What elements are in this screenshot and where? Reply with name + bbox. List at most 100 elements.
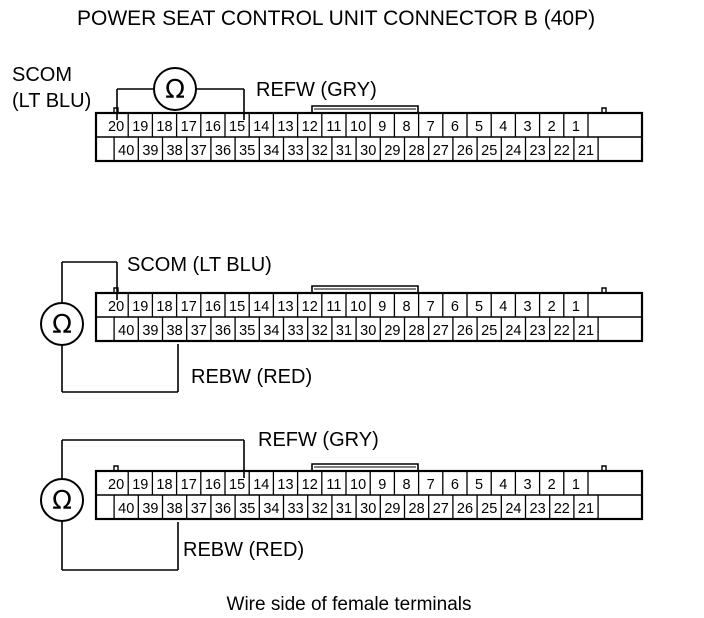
terminal-18: 18 bbox=[156, 119, 172, 135]
ohmmeter-symbol bbox=[40, 302, 84, 346]
terminal-5: 5 bbox=[475, 299, 483, 315]
diagram-title: POWER SEAT CONTROL UNIT CONNECTOR B (40P… bbox=[77, 7, 595, 30]
terminal-30: 30 bbox=[360, 323, 376, 339]
terminal-38: 38 bbox=[167, 323, 183, 339]
terminal-1: 1 bbox=[572, 477, 580, 493]
terminal-14: 14 bbox=[253, 477, 269, 493]
terminal-18: 18 bbox=[156, 299, 172, 315]
terminal-17: 17 bbox=[181, 119, 197, 135]
terminal-29: 29 bbox=[384, 501, 400, 517]
ohm-icon: Ω bbox=[52, 310, 72, 340]
terminal-22: 22 bbox=[554, 501, 570, 517]
terminal-21: 21 bbox=[578, 143, 594, 159]
ohmmeter-symbol bbox=[40, 478, 84, 522]
ohm-icon: Ω bbox=[165, 75, 185, 105]
ohm-icon: Ω bbox=[52, 486, 72, 516]
terminal-29: 29 bbox=[384, 143, 400, 159]
terminal-39: 39 bbox=[142, 501, 158, 517]
terminal-15: 15 bbox=[229, 477, 245, 493]
terminal-2: 2 bbox=[548, 299, 556, 315]
terminal-10: 10 bbox=[350, 119, 366, 135]
ohmmeter-symbol bbox=[153, 67, 197, 111]
terminal-40: 40 bbox=[118, 501, 134, 517]
terminal-35: 35 bbox=[239, 143, 255, 159]
rebw-label: REBW (RED) bbox=[191, 366, 312, 388]
terminal-23: 23 bbox=[530, 323, 546, 339]
ohmmeter: Ω bbox=[153, 67, 197, 111]
terminal-3: 3 bbox=[523, 299, 531, 315]
terminal-13: 13 bbox=[277, 477, 293, 493]
terminal-37: 37 bbox=[191, 143, 207, 159]
terminal-19: 19 bbox=[132, 299, 148, 315]
scom-label: SCOM (LT BLU) bbox=[127, 254, 272, 276]
lock-tab bbox=[311, 285, 419, 293]
terminal-11: 11 bbox=[326, 299, 341, 315]
terminal-32: 32 bbox=[312, 501, 328, 517]
terminal-33: 33 bbox=[288, 143, 304, 159]
terminal-21: 21 bbox=[578, 501, 594, 517]
terminal-19: 19 bbox=[132, 477, 148, 493]
terminal-12: 12 bbox=[302, 477, 318, 493]
key-rib bbox=[113, 107, 119, 113]
terminal-14: 14 bbox=[253, 119, 269, 135]
terminal-5: 5 bbox=[475, 477, 483, 493]
terminal-17: 17 bbox=[181, 299, 197, 315]
terminal-34: 34 bbox=[263, 501, 279, 517]
terminal-27: 27 bbox=[433, 323, 449, 339]
terminal-25: 25 bbox=[481, 323, 497, 339]
terminal-16: 16 bbox=[205, 119, 221, 135]
terminal-12: 12 bbox=[302, 299, 318, 315]
terminal-17: 17 bbox=[181, 477, 197, 493]
terminal-28: 28 bbox=[409, 143, 425, 159]
terminal-2: 2 bbox=[548, 477, 556, 493]
terminal-40: 40 bbox=[118, 323, 134, 339]
terminal-34: 34 bbox=[263, 323, 279, 339]
terminal-1: 1 bbox=[572, 299, 580, 315]
terminal-34: 34 bbox=[263, 143, 279, 159]
lock-tab bbox=[311, 463, 419, 471]
terminal-20: 20 bbox=[108, 299, 124, 315]
terminal-9: 9 bbox=[378, 477, 386, 493]
terminal-16: 16 bbox=[205, 299, 221, 315]
key-rib bbox=[601, 287, 607, 293]
key-rib bbox=[113, 465, 119, 471]
terminal-8: 8 bbox=[402, 477, 410, 493]
terminal-8: 8 bbox=[402, 119, 410, 135]
terminal-22: 22 bbox=[554, 143, 570, 159]
terminal-30: 30 bbox=[360, 501, 376, 517]
terminal-31: 31 bbox=[336, 143, 352, 159]
terminal-27: 27 bbox=[433, 143, 449, 159]
terminal-36: 36 bbox=[215, 323, 231, 339]
terminal-31: 31 bbox=[336, 323, 352, 339]
terminal-38: 38 bbox=[167, 501, 183, 517]
terminal-7: 7 bbox=[427, 477, 435, 493]
terminal-40: 40 bbox=[118, 143, 134, 159]
terminal-20: 20 bbox=[108, 477, 124, 493]
key-rib bbox=[601, 465, 607, 471]
terminal-33: 33 bbox=[288, 501, 304, 517]
terminal-4: 4 bbox=[499, 477, 507, 493]
ohmmeter: Ω bbox=[40, 478, 84, 522]
terminal-32: 32 bbox=[312, 143, 328, 159]
terminal-9: 9 bbox=[378, 119, 386, 135]
terminal-4: 4 bbox=[499, 119, 507, 135]
terminal-36: 36 bbox=[215, 501, 231, 517]
terminal-25: 25 bbox=[481, 501, 497, 517]
terminal-9: 9 bbox=[378, 299, 386, 315]
terminal-5: 5 bbox=[475, 119, 483, 135]
terminal-28: 28 bbox=[409, 501, 425, 517]
terminal-14: 14 bbox=[253, 299, 269, 315]
terminal-11: 11 bbox=[326, 477, 341, 493]
terminal-33: 33 bbox=[288, 323, 304, 339]
key-rib bbox=[601, 107, 607, 113]
terminal-37: 37 bbox=[191, 323, 207, 339]
terminal-32: 32 bbox=[312, 323, 328, 339]
terminal-22: 22 bbox=[554, 323, 570, 339]
terminal-30: 30 bbox=[360, 143, 376, 159]
terminal-7: 7 bbox=[427, 119, 435, 135]
